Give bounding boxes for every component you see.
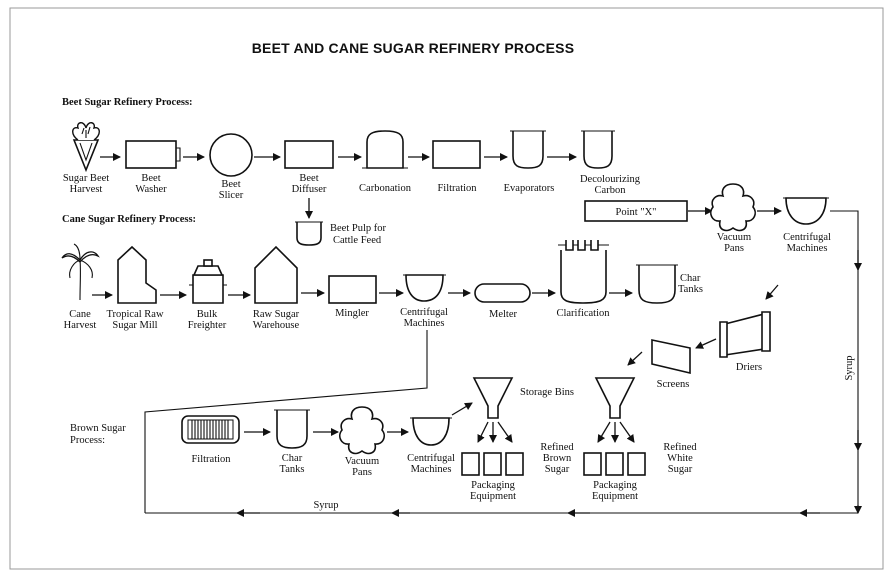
brown-char-tanks-shape	[276, 410, 308, 449]
screens-label: Screens	[657, 379, 690, 390]
diagram-title: BEET AND CANE SUGAR REFINERY PROCESS	[252, 40, 575, 56]
svg-text:Freighter: Freighter	[188, 320, 227, 331]
brown-vacuum-pans-label: Vacuum	[345, 456, 379, 467]
brown-section-label-line1: Brown Sugar	[70, 423, 126, 434]
filtration-label: Filtration	[437, 183, 477, 194]
svg-text:Brown: Brown	[543, 453, 572, 464]
cane-centrifugal-label: Centrifugal	[400, 307, 448, 318]
brown-filtration-shape	[181, 415, 240, 444]
sugar-cane-icon	[61, 243, 100, 301]
packaging-equipment-brown-label: Packaging	[471, 480, 515, 491]
cane-centrifugal-shape	[405, 274, 444, 302]
sugar-beet-icon	[72, 122, 100, 173]
beet-section-label: Beet Sugar Refinery Process:	[62, 97, 193, 108]
svg-text:Machines: Machines	[787, 243, 828, 254]
svg-text:Harvest: Harvest	[70, 184, 103, 195]
refined-brown-sugar-label: Refined	[540, 442, 574, 453]
syrup-label-bottom: Syrup	[313, 500, 338, 511]
svg-text:Tanks: Tanks	[678, 284, 703, 295]
svg-text:Pans: Pans	[724, 243, 744, 254]
cane-char-tanks-shape	[638, 265, 676, 304]
syrup-label-right: Syrup	[844, 355, 855, 380]
clarification-label: Clarification	[556, 308, 610, 319]
svg-text:Carbon: Carbon	[595, 185, 627, 196]
point-x-label: Point "X"	[616, 207, 657, 218]
svg-text:Diffuser: Diffuser	[292, 184, 327, 195]
beet-washer-label: Beet	[141, 173, 160, 184]
svg-text:Equipment: Equipment	[470, 491, 516, 502]
sugar-mill-label: Tropical Raw	[106, 309, 163, 320]
svg-text:Pans: Pans	[352, 467, 372, 478]
brown-filtration-label: Filtration	[191, 454, 231, 465]
decolourizing-carbon-shape	[583, 131, 613, 169]
diagram-frame	[9, 7, 884, 570]
sugar-beet-harvest-label: Sugar Beet	[63, 173, 109, 184]
brown-section-label-line2: Process:	[70, 435, 105, 446]
svg-text:Washer: Washer	[135, 184, 167, 195]
raw-sugar-warehouse-label: Raw Sugar	[253, 309, 300, 320]
storage-bins-label: Storage Bins	[520, 387, 574, 398]
centrifugal-machines-shape	[785, 197, 827, 225]
driers-shape	[719, 311, 771, 358]
packaging-equipment-white-label: Packaging	[593, 480, 637, 491]
sugar-mill-shape	[117, 245, 157, 304]
melter-shape	[474, 283, 531, 303]
svg-text:Harvest: Harvest	[64, 320, 97, 331]
carbonation-label: Carbonation	[359, 183, 412, 194]
svg-text:Equipment: Equipment	[592, 491, 638, 502]
svg-text:Slicer: Slicer	[219, 190, 244, 201]
refined-white-sugar-label: Refined	[663, 442, 697, 453]
evaporators-label: Evaporators	[504, 183, 555, 194]
beet-slicer-shape	[209, 133, 253, 177]
point-x-box	[584, 200, 688, 222]
vacuum-pans-label: Vacuum	[717, 232, 751, 243]
mingler-shape	[328, 275, 377, 304]
bulk-freighter-label: Bulk	[197, 309, 218, 320]
svg-text:Warehouse: Warehouse	[253, 320, 300, 331]
svg-text:Cattle Feed: Cattle Feed	[333, 235, 382, 246]
evaporators-shape	[512, 131, 544, 169]
storage-bin-brown-shape	[472, 377, 514, 419]
mingler-label: Mingler	[335, 308, 369, 319]
brown-char-tanks-label: Char	[282, 453, 303, 464]
raw-sugar-warehouse-shape	[254, 245, 298, 304]
svg-text:Tanks: Tanks	[280, 464, 305, 475]
brown-vacuum-pans-shape	[339, 406, 385, 455]
svg-text:Sugar Mill: Sugar Mill	[112, 320, 157, 331]
vacuum-pans-shape	[710, 183, 756, 232]
bulk-freighter-shape	[189, 259, 227, 304]
cane-harvest-label: Cane	[69, 309, 91, 320]
cane-char-tanks-label: Char	[680, 273, 701, 284]
clarification-shape	[560, 250, 607, 304]
melter-label: Melter	[489, 309, 517, 320]
cane-section-label: Cane Sugar Refinery Process:	[62, 214, 196, 225]
svg-text:Sugar: Sugar	[668, 464, 693, 475]
beet-diffuser-label: Beet	[299, 173, 318, 184]
filtration-shape	[432, 140, 481, 169]
brown-centrifugal-shape	[412, 417, 450, 446]
screens-shape	[651, 339, 691, 375]
svg-text:White: White	[667, 453, 693, 464]
beet-pulp-shape	[296, 222, 322, 246]
brown-centrifugal-label: Centrifugal	[407, 453, 455, 464]
driers-label: Driers	[736, 362, 762, 373]
beet-washer-shape	[125, 140, 177, 169]
beet-pulp-label: Beet Pulp for	[330, 223, 386, 234]
decolourizing-carbon-label: Decolourizing	[580, 174, 641, 185]
beet-slicer-label: Beet	[221, 179, 240, 190]
svg-text:Machines: Machines	[411, 464, 452, 475]
svg-text:Sugar: Sugar	[545, 464, 570, 475]
svg-text:Machines: Machines	[404, 318, 445, 329]
centrifugal-machines-label: Centrifugal	[783, 232, 831, 243]
carbonation-shape	[366, 130, 404, 169]
storage-bin-white-shape	[594, 377, 636, 419]
beet-diffuser-shape	[284, 140, 334, 169]
